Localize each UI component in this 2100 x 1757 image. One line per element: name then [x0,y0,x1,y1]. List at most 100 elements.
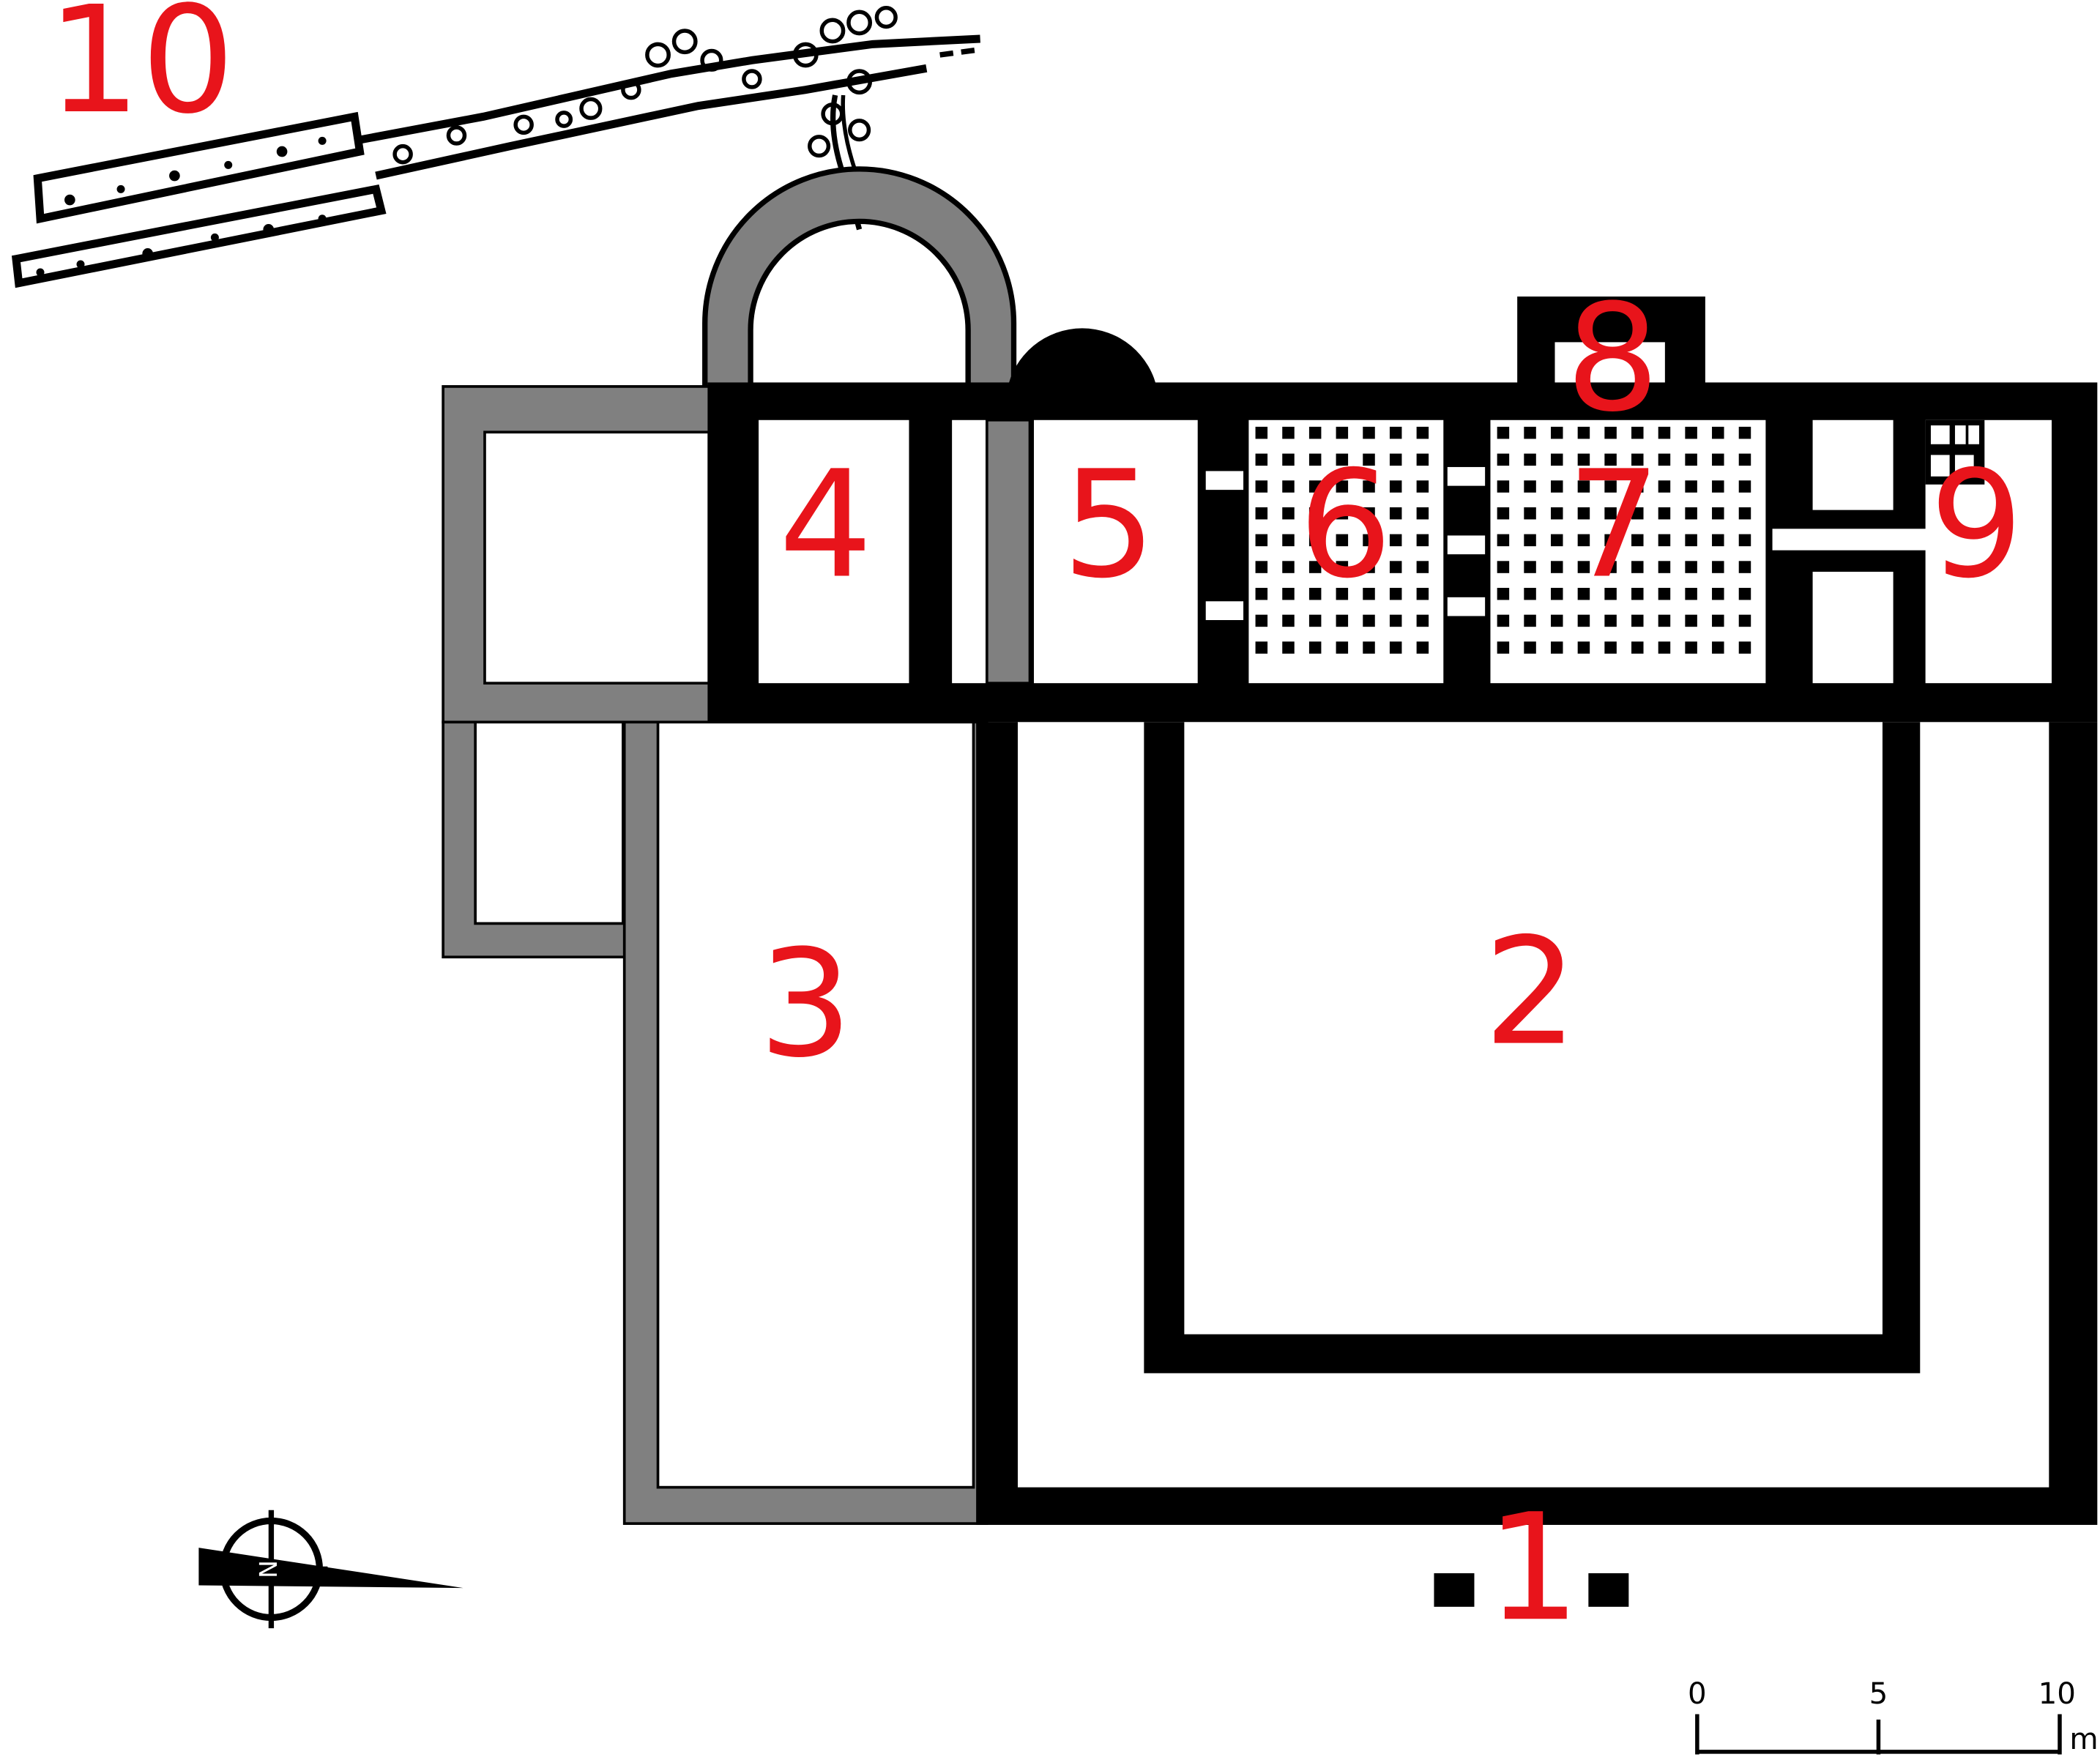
hypocaust-pillar [1604,641,1617,654]
hypocaust-pillar [1336,614,1349,627]
hypocaust-pillar [1658,587,1671,600]
hypocaust-pillar [1550,480,1563,493]
hypocaust-pillar [1738,480,1751,493]
hypocaust-pillar [1336,561,1349,573]
hypocaust-pillar [1712,561,1724,573]
hypocaust-pillar [1255,453,1268,466]
hypocaust-pillar [1524,534,1536,547]
hypocaust-pillar [1524,480,1536,493]
hypocaust-pillar [1308,534,1322,547]
hypocaust-pillar [1497,534,1510,547]
hypocaust-pillar [1308,614,1322,627]
room-2-walls [976,722,2098,1525]
hypocaust-pillar [1524,453,1536,466]
hypocaust-pillar [1738,507,1751,520]
entrance-piers [1434,1573,1629,1607]
hypocaust-pillar [1255,614,1268,627]
hypocaust-pillar [1631,641,1644,654]
hypocaust-pillar [1497,480,1510,493]
hypocaust-pillar [1550,507,1563,520]
hypocaust-pillar [1712,534,1724,547]
hypocaust-pillar [1497,587,1510,600]
hypocaust-pillar [1712,587,1724,600]
hypocaust-pillar [1282,534,1295,547]
hypocaust-pillar [1524,641,1536,654]
hypocaust-pillar [1577,507,1590,520]
hypocaust-pillar [1255,507,1268,520]
room-3-walls [622,720,988,1525]
hypocaust-pillar [1363,480,1375,493]
hypocaust-pillar [1712,426,1724,439]
scale-tick-5: 5 [1869,1676,1888,1711]
hypocaust-pillar [1712,453,1724,466]
hypocaust-pillar [1631,614,1644,627]
hypocaust-pillar [1738,534,1751,547]
hypocaust-pillar [1738,641,1751,654]
hypocaust-pillar [1282,614,1295,627]
hypocaust-pillar [1685,561,1697,573]
hypocaust-pillar [1389,426,1402,439]
hypocaust-pillar [1658,534,1671,547]
hypocaust-pillar [1416,426,1429,439]
hypocaust-pillar [1550,426,1563,439]
hypocaust-pillar [1255,480,1268,493]
hypocaust-pillar [1658,507,1671,520]
hypocaust-pillar [1658,614,1671,627]
hypocaust-pillar [1631,426,1644,439]
hypocaust-pillar [1577,587,1590,600]
hypocaust-pillar [1550,561,1563,573]
hypocaust-pillar [1497,507,1510,520]
hypocaust-pillar [1577,641,1590,654]
hypocaust-pillar [1336,641,1349,654]
hypocaust-pillar [1389,534,1402,547]
hypocaust-pillar [1363,507,1375,520]
hypocaust-pillar [1497,453,1510,466]
hypocaust-pillar [1577,453,1590,466]
hypocaust-pillar [1282,426,1295,439]
hypocaust-pillar [1658,480,1671,493]
hypocaust-pillar [1497,614,1510,627]
hypocaust-pillar [1282,641,1295,654]
hypocaust-pillar [1363,587,1375,600]
hypocaust-pillar [1577,426,1590,439]
west-annex [442,385,740,959]
hypocaust-pillar [1524,614,1536,627]
hypocaust-pillar [1738,587,1751,600]
hypocaust-pillar [1685,507,1697,520]
hypocaust-pillar [1577,561,1590,573]
label-room-10: 10 [47,0,235,146]
hypocaust-pillar [1631,507,1644,520]
aqueduct-rubble [11,6,981,288]
hypocaust-pillar [1550,453,1563,466]
hypocaust-pillar [1416,534,1429,547]
hypocaust-pillar [1631,587,1644,600]
hypocaust-pillar [1336,507,1349,520]
hypocaust-pillar [1282,480,1295,493]
hypocaust-pillar [1389,561,1402,573]
hypocaust-pillar [1336,426,1349,439]
hypocaust-pillar [1658,641,1671,654]
hypocaust-pillar [1282,587,1295,600]
label-room-2: 2 [1483,906,1577,1078]
hypocaust-pillar [1550,534,1563,547]
label-room-6: 6 [1298,439,1392,611]
hypocaust-pillar [1577,614,1590,627]
hypocaust-pillar [1550,641,1563,654]
scale-unit: m [2069,1722,2098,1756]
hypocaust-pillar [1389,507,1402,520]
hypocaust-pillar [1336,587,1349,600]
room-labels: 1 2 3 4 5 6 7 8 9 10 [47,0,2023,1654]
hypocaust-pillar [1685,453,1697,466]
hypocaust-pillar [1363,614,1375,627]
hypocaust-pillar [1255,587,1268,600]
hypocaust-pillar [1336,480,1349,493]
hypocaust-pillar [1738,614,1751,627]
label-room-4: 4 [779,439,873,611]
hypocaust-pillar [1308,453,1322,466]
hypocaust-pillar [1712,614,1724,627]
label-room-9: 9 [1929,439,2023,611]
hypocaust-pillar [1308,480,1322,493]
hypocaust-pillar [1497,561,1510,573]
hypocaust-pillar [1255,561,1268,573]
scale-tick-0: 0 [1688,1676,1707,1711]
